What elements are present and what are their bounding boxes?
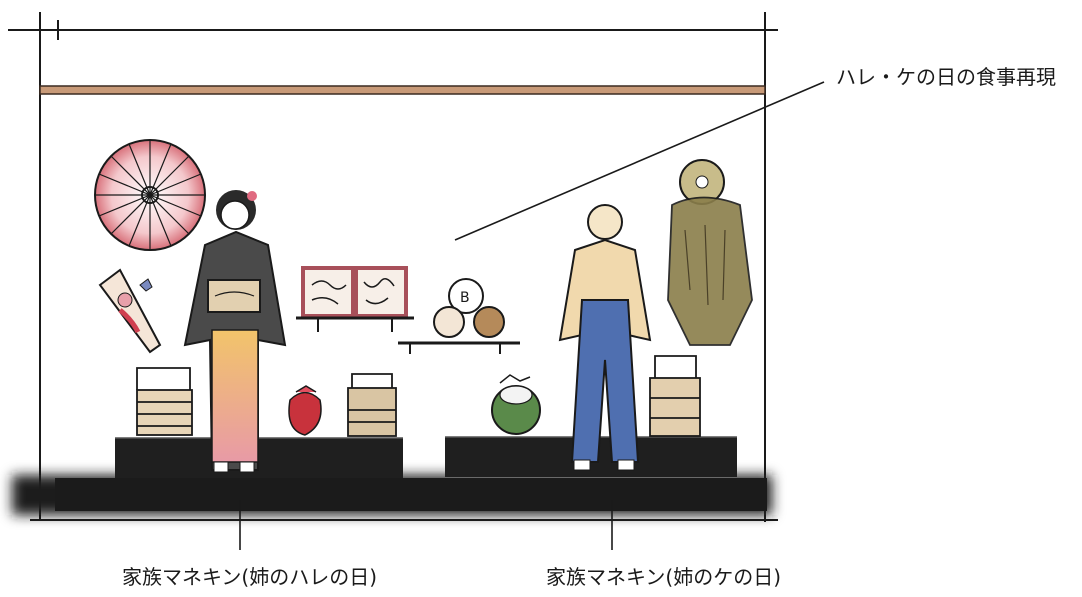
svg-text:B: B — [460, 290, 470, 306]
daruma-icon — [491, 374, 541, 435]
picture-frames-icon — [296, 266, 414, 332]
hagoita-icon — [98, 268, 162, 354]
leader-lines — [239, 81, 825, 550]
basket-left-icon — [136, 367, 193, 436]
pouch-icon — [288, 385, 322, 436]
label-mannequin-ke: 家族マネキン(姉のケの日) — [546, 565, 782, 589]
label-meal-reproduction: ハレ・ケの日の食事再現 — [836, 65, 1056, 89]
umbrella-icon — [94, 139, 206, 251]
room-frame — [8, 12, 778, 522]
ceiling-beam — [39, 85, 766, 95]
basket-handle-icon — [347, 373, 397, 437]
floor-base — [12, 475, 772, 515]
label-mannequin-hare: 家族マネキン(姉のハレの日) — [122, 565, 378, 589]
basket-right-icon — [649, 355, 701, 437]
mannequin-ke — [558, 204, 652, 471]
mannequin-hare — [183, 190, 287, 473]
straw-coat-icon — [667, 159, 753, 346]
dishes-shelf-icon: B — [398, 278, 520, 354]
